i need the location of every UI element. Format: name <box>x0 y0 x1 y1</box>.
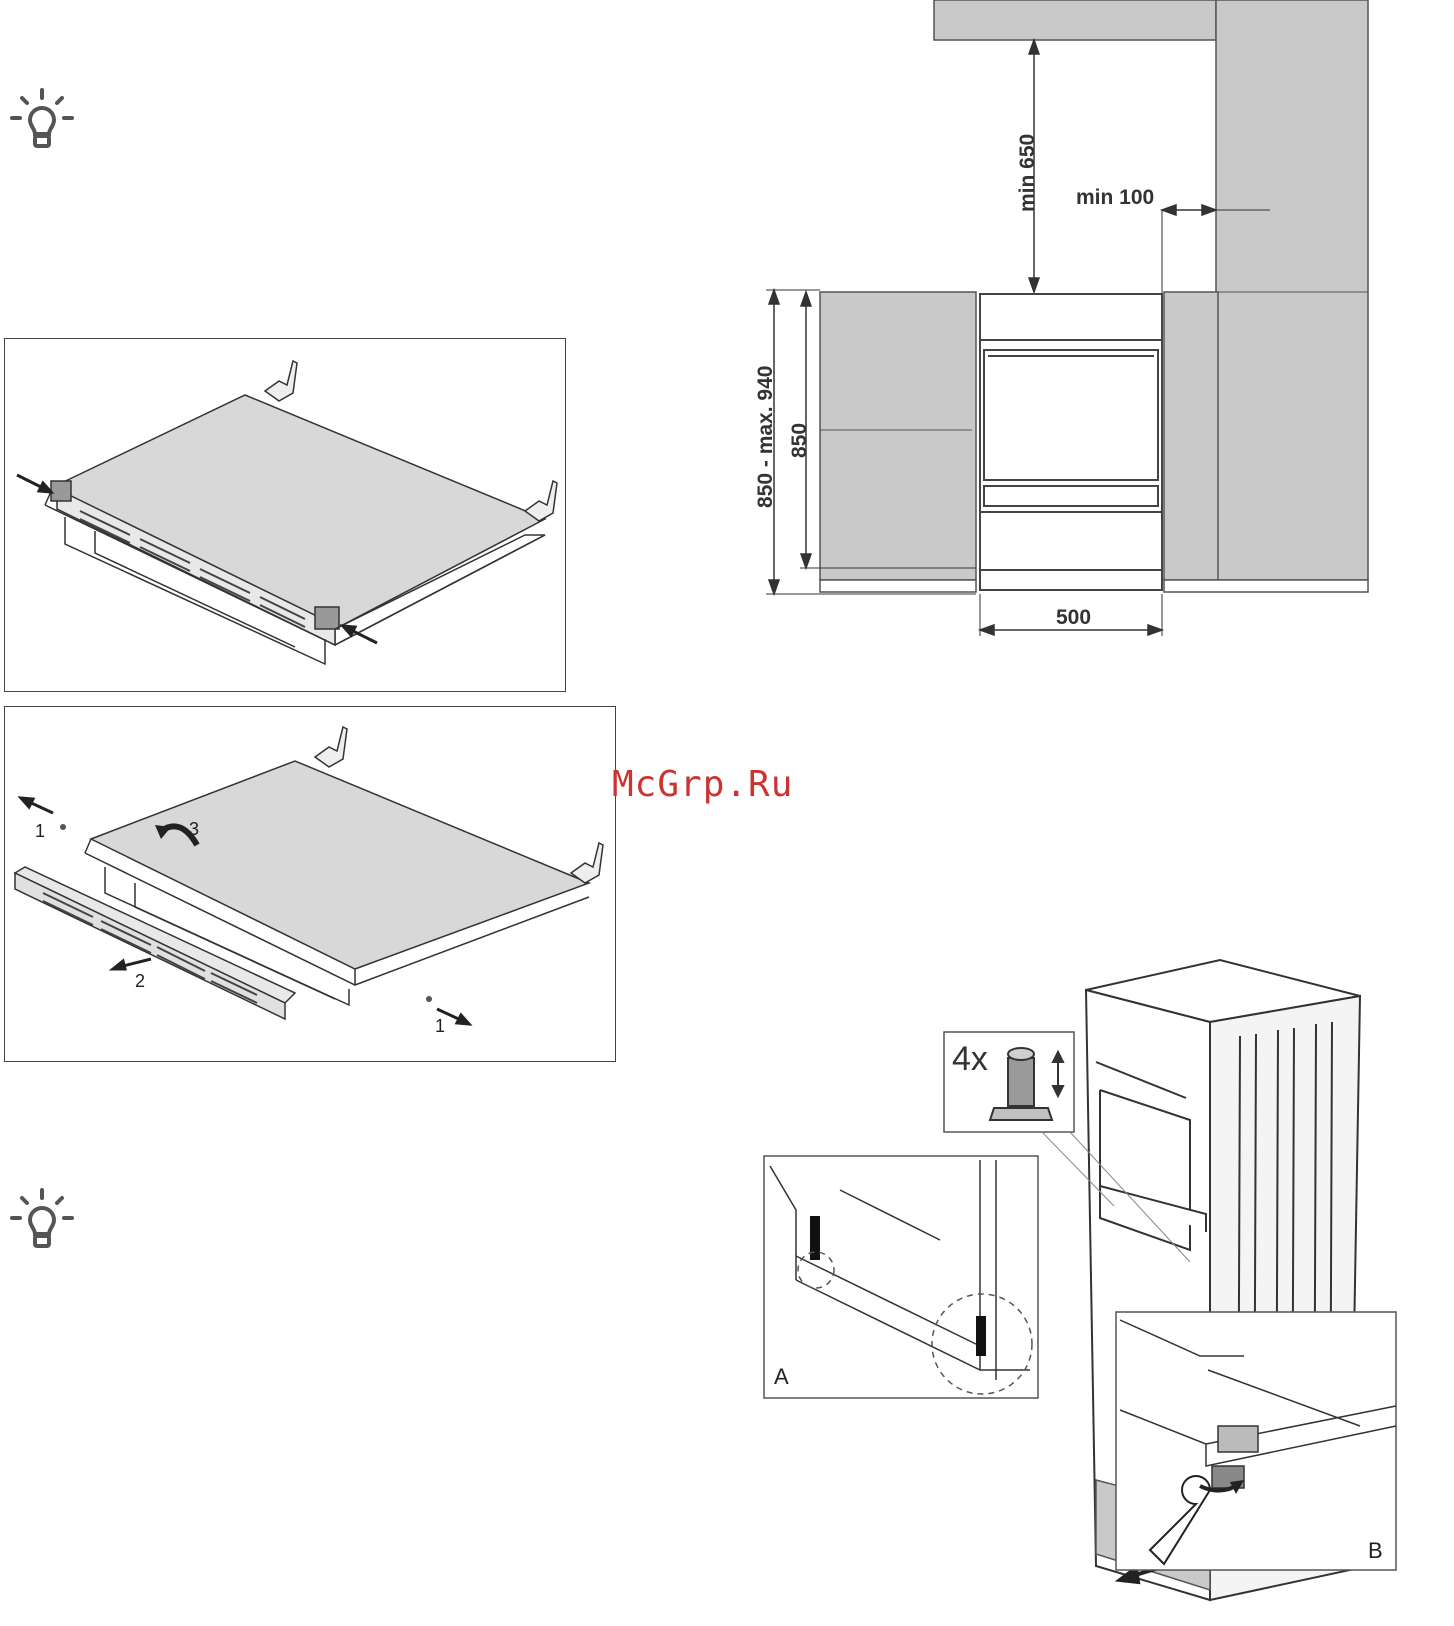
plinth-illustration-1 <box>5 339 567 693</box>
plinth-illustration-2: 1 2 3 1 <box>5 707 617 1063</box>
step-1-label-right: 1 <box>435 1016 445 1036</box>
detail-b-label: B <box>1368 1538 1383 1563</box>
step-2-label: 2 <box>135 971 145 991</box>
lightbulb-icon <box>10 1186 74 1252</box>
tip-icon-bottom <box>10 1186 74 1252</box>
dim-850: 850 <box>788 423 811 458</box>
feet-quantity-label: 4x <box>952 1040 988 1078</box>
detail-a-label: A <box>774 1364 789 1389</box>
dim-500: 500 <box>1056 606 1091 629</box>
tip-icon-top <box>10 86 74 152</box>
step-1-label-left: 1 <box>35 821 45 841</box>
dim-min-650: min 650 <box>1016 134 1039 212</box>
lightbulb-icon <box>10 86 74 152</box>
plinth-panel-2: 1 2 3 1 <box>4 706 616 1062</box>
installation-dimensions-diagram: min 650 min 100 850 - max. 940 850 500 <box>750 0 1390 650</box>
dim-min-100: min 100 <box>1076 186 1154 209</box>
plinth-panel-1 <box>4 338 566 692</box>
feet-adjustment-diagram: 4x A <box>760 950 1400 1620</box>
dim-850-940: 850 - max. 940 <box>754 366 777 508</box>
step-3-label: 3 <box>189 819 199 839</box>
watermark: McGrp.Ru <box>612 764 793 805</box>
